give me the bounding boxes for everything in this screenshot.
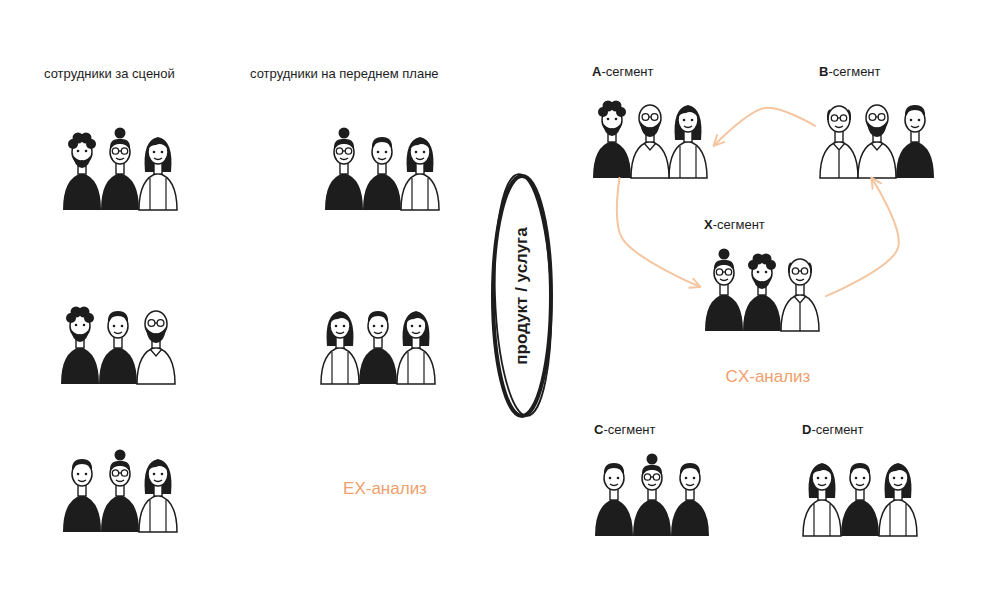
segment-group: D-сегмент <box>798 420 924 536</box>
ellipse-stroke <box>491 173 555 417</box>
person <box>325 128 363 211</box>
people-group <box>63 128 177 211</box>
segment-heading: D-сегмент <box>798 420 868 439</box>
person <box>139 459 177 532</box>
people-group <box>61 307 175 385</box>
label-holder: CX-анализ <box>726 367 811 387</box>
analysis-label: EX-анализ <box>343 479 427 499</box>
segment-group: C-сегмент <box>590 420 716 536</box>
person <box>401 137 439 210</box>
column-heading: сотрудники за сценой <box>44 66 175 81</box>
people-group <box>595 454 709 537</box>
person <box>633 454 671 537</box>
segment-group: B-сегмент <box>815 62 941 178</box>
label-holder: EX-анализ <box>343 479 427 499</box>
person <box>363 137 401 210</box>
person <box>595 463 633 536</box>
person <box>820 106 858 178</box>
column-heading: сотрудники на переднем плане <box>250 66 439 81</box>
product-label: продукт / услуга <box>512 227 532 364</box>
person <box>879 463 917 536</box>
segment-heading: A-сегмент <box>588 62 658 81</box>
people-group <box>325 128 439 211</box>
people-group <box>820 105 934 178</box>
person <box>705 249 743 332</box>
person <box>841 463 879 536</box>
person <box>593 101 631 179</box>
person <box>803 463 841 536</box>
ellipse-stroke <box>493 176 551 416</box>
person <box>101 128 139 211</box>
flow-arrow <box>714 108 815 146</box>
segment-heading: B-сегмент <box>815 62 885 81</box>
person <box>671 463 709 536</box>
product-ellipse: продукт / услуга <box>490 173 554 419</box>
label-holder: сотрудники за сценой <box>44 66 175 81</box>
people-group <box>63 450 177 533</box>
person <box>359 311 397 384</box>
segment-heading: C-сегмент <box>590 420 660 439</box>
person <box>101 450 139 533</box>
label-holder: сотрудники на переднем плане <box>250 66 439 81</box>
people-group <box>321 311 435 384</box>
person <box>137 311 175 384</box>
person <box>631 105 669 178</box>
person <box>781 259 819 331</box>
people-group <box>593 101 707 179</box>
people-group <box>803 463 917 536</box>
person <box>139 137 177 210</box>
person <box>743 254 781 332</box>
analysis-label: CX-анализ <box>726 367 811 387</box>
flow-arrow <box>826 178 899 296</box>
person <box>397 311 435 384</box>
person <box>63 133 101 211</box>
person <box>61 307 99 385</box>
people-group <box>705 249 819 332</box>
flow-arrow <box>617 178 700 287</box>
person <box>896 105 934 178</box>
person <box>63 459 101 532</box>
person <box>321 311 359 384</box>
segment-heading: X-сегмент <box>700 215 769 234</box>
segment-group: X-сегмент <box>700 215 826 331</box>
segment-group: A-сегмент <box>588 62 714 178</box>
person <box>858 105 896 178</box>
person <box>669 105 707 178</box>
person <box>99 311 137 384</box>
